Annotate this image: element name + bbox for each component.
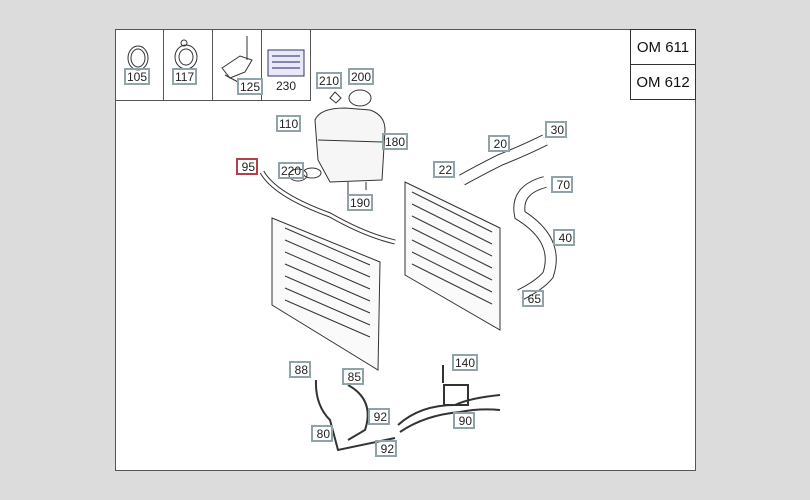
radiator-icon <box>404 181 501 331</box>
engine-variant-om611[interactable]: OM 611 <box>630 29 696 65</box>
bracket-clip-icon <box>221 36 253 83</box>
callout-20[interactable]: 20 <box>488 135 510 152</box>
label-sticker-icon <box>267 49 305 77</box>
callout-70[interactable]: 70 <box>551 176 573 193</box>
callout-190[interactable]: 190 <box>347 194 374 211</box>
callout-95-selected[interactable]: 95 <box>236 158 258 175</box>
callout-80[interactable]: 80 <box>311 425 333 442</box>
callout-30[interactable]: 30 <box>545 121 567 138</box>
callout-88[interactable]: 88 <box>289 361 311 378</box>
hose-clamp-icon <box>174 39 198 70</box>
callout-200[interactable]: 200 <box>348 68 375 85</box>
expansion-tank-icon <box>314 89 386 200</box>
callout-220[interactable]: 220 <box>278 162 305 179</box>
callout-210[interactable]: 210 <box>316 72 343 89</box>
callout-22[interactable]: 22 <box>433 161 455 178</box>
condenser-icon <box>271 217 381 371</box>
callout-125[interactable]: 125 <box>237 78 264 95</box>
hose-clamp-icon <box>127 45 149 71</box>
callout-110[interactable]: 110 <box>276 115 302 132</box>
callout-90[interactable]: 90 <box>453 412 475 429</box>
engine-variant-om612[interactable]: OM 612 <box>630 64 696 100</box>
callout-140[interactable]: 140 <box>452 354 479 371</box>
callout-40[interactable]: 40 <box>553 229 575 246</box>
thumb-105[interactable] <box>115 29 164 101</box>
callout-92-upper[interactable]: 92 <box>368 408 390 425</box>
callout-92-lower[interactable]: 92 <box>375 440 397 457</box>
callout-85[interactable]: 85 <box>342 368 364 385</box>
callout-65[interactable]: 65 <box>522 290 544 307</box>
callout-117[interactable]: 117 <box>172 68 198 85</box>
callout-105[interactable]: 105 <box>124 68 151 85</box>
callout-230[interactable]: 230 <box>276 79 297 93</box>
callout-180[interactable]: 180 <box>382 133 409 150</box>
